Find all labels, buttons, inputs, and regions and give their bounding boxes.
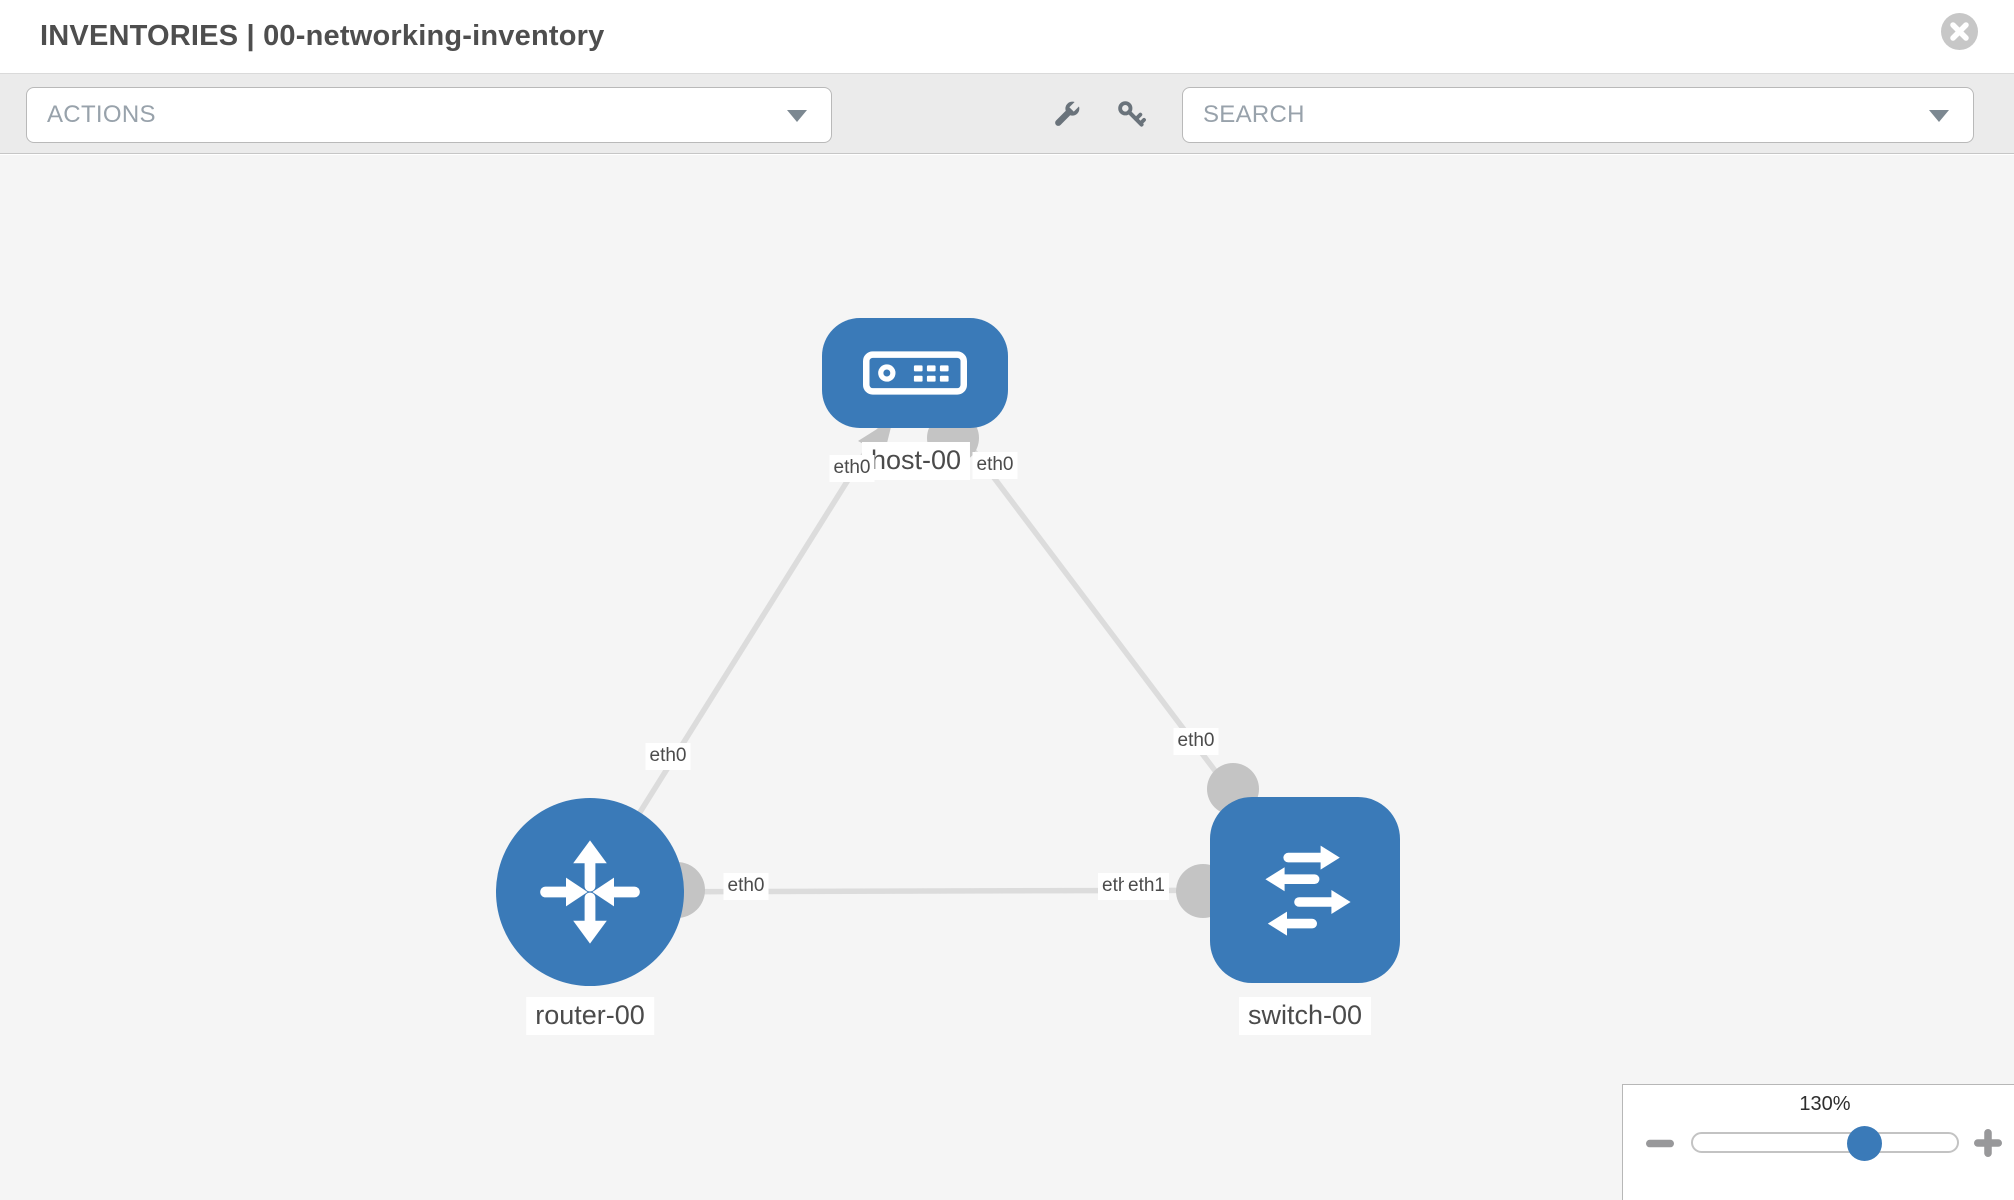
key-icon: [1118, 101, 1146, 127]
interface-label-host-router-host-end: eth0: [829, 455, 875, 482]
plus-icon: [1974, 1129, 2002, 1157]
zoom-value: 130%: [1799, 1093, 1851, 1115]
zoom-out-button[interactable]: [1645, 1128, 1675, 1158]
zoom-panel: 130%: [1622, 1084, 2014, 1200]
topology-canvas[interactable]: host-00 router-00 switch-00 eth0 eth0 et…: [0, 155, 2014, 1200]
minus-icon: [1646, 1139, 1674, 1148]
zoom-slider-track[interactable]: [1691, 1132, 1959, 1153]
wrench-icon: [1055, 100, 1081, 126]
node-label-router: router-00: [526, 997, 654, 1035]
node-router-00[interactable]: [496, 798, 684, 986]
node-label-switch: switch-00: [1238, 997, 1372, 1035]
page-title: INVENTORIES | 00-networking-inventory: [40, 20, 605, 52]
interface-label-host-switch-host-end: eth0: [972, 452, 1018, 479]
configure-button[interactable]: [1046, 95, 1086, 135]
close-button[interactable]: [1941, 13, 1978, 50]
zoom-in-button[interactable]: [1973, 1128, 2003, 1158]
credentials-button[interactable]: [1112, 95, 1152, 135]
actions-dropdown-label: ACTIONS: [47, 101, 156, 128]
zoom-slider-handle[interactable]: [1847, 1126, 1882, 1161]
interface-label-host-router-router-end: eth0: [645, 743, 691, 770]
close-icon: [1950, 22, 1969, 41]
caret-down-icon: [787, 110, 807, 122]
switch-icon: [1265, 845, 1351, 936]
caret-down-icon: [1929, 110, 1949, 122]
interface-label-host-switch-switch-end: eth0: [1173, 728, 1219, 755]
search-dropdown-label: SEARCH: [1203, 101, 1305, 128]
actions-dropdown[interactable]: ACTIONS: [26, 87, 832, 143]
header-bar: INVENTORIES | 00-networking-inventory: [0, 0, 2014, 73]
node-host-00[interactable]: [822, 318, 1008, 428]
interface-label-router-switch-router-end: eth0: [723, 873, 769, 900]
node-switch-00[interactable]: [1210, 797, 1400, 983]
node-label-host: host-00: [861, 442, 971, 480]
search-dropdown[interactable]: SEARCH: [1182, 87, 1974, 143]
interface-label-router-switch-switch-end: eth1: [1124, 873, 1169, 900]
toolbar: ACTIONS SEARC: [0, 73, 2014, 154]
host-icon: [863, 351, 967, 395]
topology-edges-layer: [587, 371, 1308, 918]
router-icon: [540, 840, 640, 944]
